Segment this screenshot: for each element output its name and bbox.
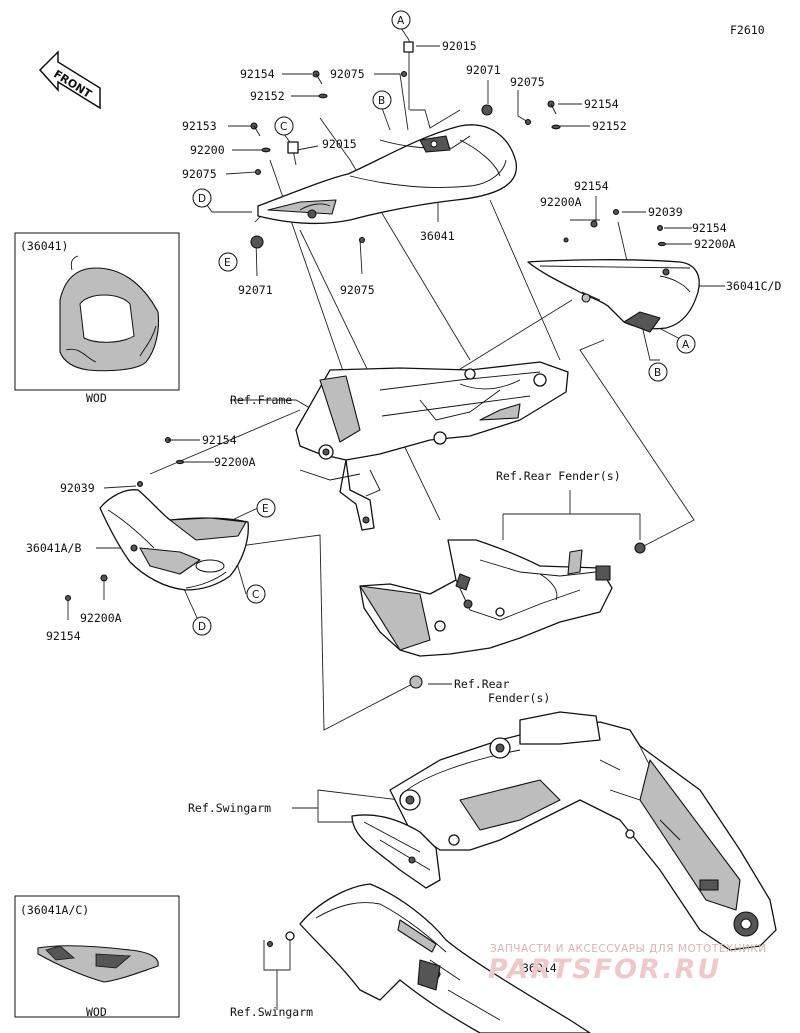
label-92015-top: 92015 xyxy=(442,39,477,53)
label-92200A-mid: 92200A xyxy=(214,455,256,469)
label-92200A-side: 92200A xyxy=(540,195,582,209)
label-92154-mid: 92154 xyxy=(202,433,237,447)
circle-b-right: B xyxy=(654,367,661,379)
label-92153: 92153 xyxy=(182,119,217,133)
inset-36041-title: (36041) xyxy=(20,239,68,253)
rear-fender-reference xyxy=(359,539,613,657)
figure-code: F2610 xyxy=(730,23,765,37)
label-ref-rear-fender-2b: Fender(s) xyxy=(488,691,550,705)
circle-c-top: C xyxy=(280,121,287,133)
circle-c-left: C xyxy=(252,589,259,601)
label-92075-right: 92075 xyxy=(510,75,545,89)
chain-guard-upper xyxy=(351,814,460,889)
watermark-logo: PARTSFOR.RU xyxy=(488,954,721,985)
label-ref-rear-fender-2a: Ref.Rear xyxy=(454,677,509,691)
label-92039-left: 92039 xyxy=(60,481,95,495)
label-92154-top: 92154 xyxy=(240,67,275,81)
label-ref-rear-fender-1: Ref.Rear Fender(s) xyxy=(496,469,621,483)
label-ref-swingarm-2: Ref.Swingarm xyxy=(230,1005,313,1019)
label-92071-top: 92071 xyxy=(466,63,501,77)
label-92154-low: 92154 xyxy=(46,629,81,643)
circle-b-top: B xyxy=(378,95,385,107)
tail-cowl-36041 xyxy=(257,124,517,225)
label-92152-right: 92152 xyxy=(592,119,627,133)
fasteners xyxy=(64,41,667,948)
side-panel-36041ab xyxy=(99,489,249,591)
circle-d-top: D xyxy=(198,193,206,205)
inset-36041-cowl xyxy=(59,255,160,372)
label-92071-left: 92071 xyxy=(238,283,273,297)
inset-36041ac-note: WOD xyxy=(86,1005,107,1019)
inset-36041ac-title: (36041A/C) xyxy=(20,903,89,917)
label-92152-top: 92152 xyxy=(250,89,285,103)
label-92039-right: 92039 xyxy=(648,205,683,219)
label-36041AB: 36041A/B xyxy=(26,541,81,555)
circle-e-left: E xyxy=(262,503,269,515)
label-92200A-far-right: 92200A xyxy=(694,237,736,251)
label-92154-right: 92154 xyxy=(584,97,619,111)
circle-d-left: D xyxy=(198,621,206,633)
callout-circles: A B C D E A B E C D xyxy=(192,10,696,636)
label-92200A-low: 92200A xyxy=(80,611,122,625)
label-92075-low: 92075 xyxy=(340,283,375,297)
front-arrow-icon: FRONT xyxy=(38,50,101,110)
label-92075-left: 92075 xyxy=(182,167,217,181)
circle-e-top: E xyxy=(224,257,231,269)
label-ref-frame: Ref.Frame xyxy=(230,393,292,407)
swingarm-reference xyxy=(389,711,777,951)
side-panel-36041cd xyxy=(527,259,700,333)
label-92154-far-right: 92154 xyxy=(692,221,727,235)
inset-36041ac-box xyxy=(14,895,180,1018)
inset-36041-note: WOD xyxy=(86,391,107,405)
part-labels: 92015 92075 92154 92152 92071 92075 9215… xyxy=(26,39,781,1019)
label-92154-side: 92154 xyxy=(574,179,609,193)
frame-reference xyxy=(295,361,569,531)
inset-36041-box xyxy=(14,232,180,391)
chain-guard-36014 xyxy=(299,883,591,1033)
label-36041CD: 36041C/D xyxy=(726,279,781,293)
watermark: ЗАПЧАСТИ И АКСЕССУАРЫ ДЛЯ МОТОТЕХНИКИ PA… xyxy=(488,943,767,985)
circle-a-right: A xyxy=(682,339,690,351)
inset-36041ac-panel xyxy=(37,945,159,983)
watermark-line1: ЗАПЧАСТИ И АКСЕССУАРЫ ДЛЯ МОТОТЕХНИКИ xyxy=(490,943,767,955)
label-92015-mid: 92015 xyxy=(322,137,357,151)
circle-a-top: A xyxy=(397,15,405,27)
label-36041: 36041 xyxy=(420,229,455,243)
label-36014: 36014 xyxy=(522,961,557,975)
label-ref-swingarm-1: Ref.Swingarm xyxy=(188,801,271,815)
label-92075-top: 92075 xyxy=(330,67,365,81)
label-92200: 92200 xyxy=(190,143,225,157)
